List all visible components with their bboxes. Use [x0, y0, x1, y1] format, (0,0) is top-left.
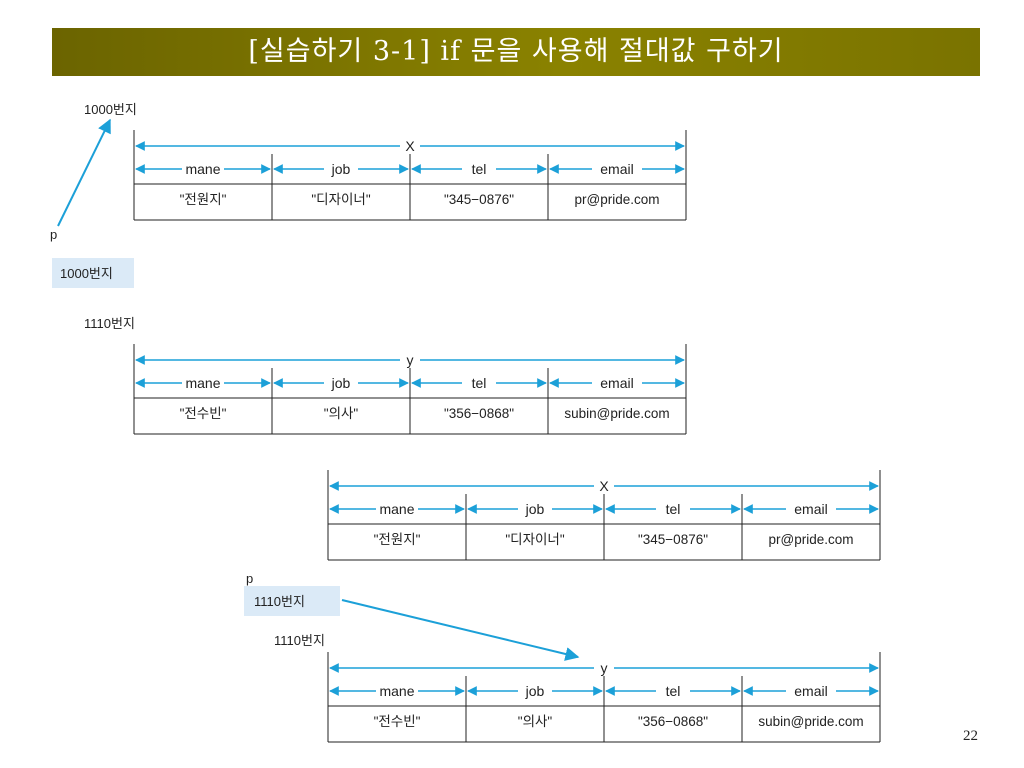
struct-name: X: [405, 138, 415, 154]
field-value: "356−0868": [638, 714, 708, 729]
field-value: "의사": [324, 406, 359, 421]
field-name: mane: [185, 161, 220, 177]
x-address-label: 1000번지: [84, 102, 137, 117]
slide-title: [실습하기 3-1] if 문을 사용해 절대값 구하기: [52, 28, 980, 76]
field-value: "전원지": [180, 192, 227, 207]
field-name: email: [794, 501, 827, 517]
pointer-arrow: [341, 599, 580, 661]
field-name: tel: [472, 375, 487, 391]
field-name: email: [600, 161, 633, 177]
field-value: "345−0876": [638, 532, 708, 547]
field-value: "전수빈": [374, 714, 421, 729]
p-label: p: [246, 571, 253, 586]
field-value: "전수빈": [180, 406, 227, 421]
field-value: subin@pride.com: [564, 406, 669, 421]
field-name: job: [525, 683, 545, 699]
struct-y-top: y mane "전수빈" job "의사" tel "356−0868" email subin…: [133, 344, 687, 435]
struct-name: y: [601, 660, 608, 676]
pointer-p-box: [52, 258, 134, 288]
y-address-label: 1110번지: [84, 316, 135, 331]
pointer-p-box: [244, 586, 340, 616]
field-name: mane: [185, 375, 220, 391]
y-address-label: 1110번지: [274, 633, 325, 648]
field-name: tel: [666, 501, 681, 517]
field-name: job: [525, 501, 545, 517]
field-value: "356−0868": [444, 406, 514, 421]
field-value: "디자이너": [311, 192, 370, 207]
page-number: 22: [963, 728, 978, 744]
field-value: "345−0876": [444, 192, 514, 207]
field-value: "디자이너": [505, 532, 564, 547]
struct-y-bottom: y mane "전수빈" job "의사" tel "356−0868" email subin…: [327, 652, 881, 743]
field-value: "전원지": [374, 532, 421, 547]
field-value: pr@pride.com: [575, 192, 660, 207]
field-name: job: [331, 375, 351, 391]
struct-name: X: [599, 478, 609, 494]
field-name: email: [794, 683, 827, 699]
field-name: email: [600, 375, 633, 391]
pointer-p-value: 1000번지: [60, 266, 113, 281]
field-value: "의사": [518, 714, 553, 729]
field-value: subin@pride.com: [758, 714, 863, 729]
pointer-arrow: [57, 118, 111, 227]
field-name: tel: [666, 683, 681, 699]
field-value: pr@pride.com: [769, 532, 854, 547]
field-name: mane: [379, 683, 414, 699]
struct-name: y: [407, 352, 414, 368]
p-label: p: [50, 227, 57, 242]
field-name: mane: [379, 501, 414, 517]
pointer-p-value: 1110번지: [254, 594, 305, 609]
field-name: job: [331, 161, 351, 177]
field-name: tel: [472, 161, 487, 177]
